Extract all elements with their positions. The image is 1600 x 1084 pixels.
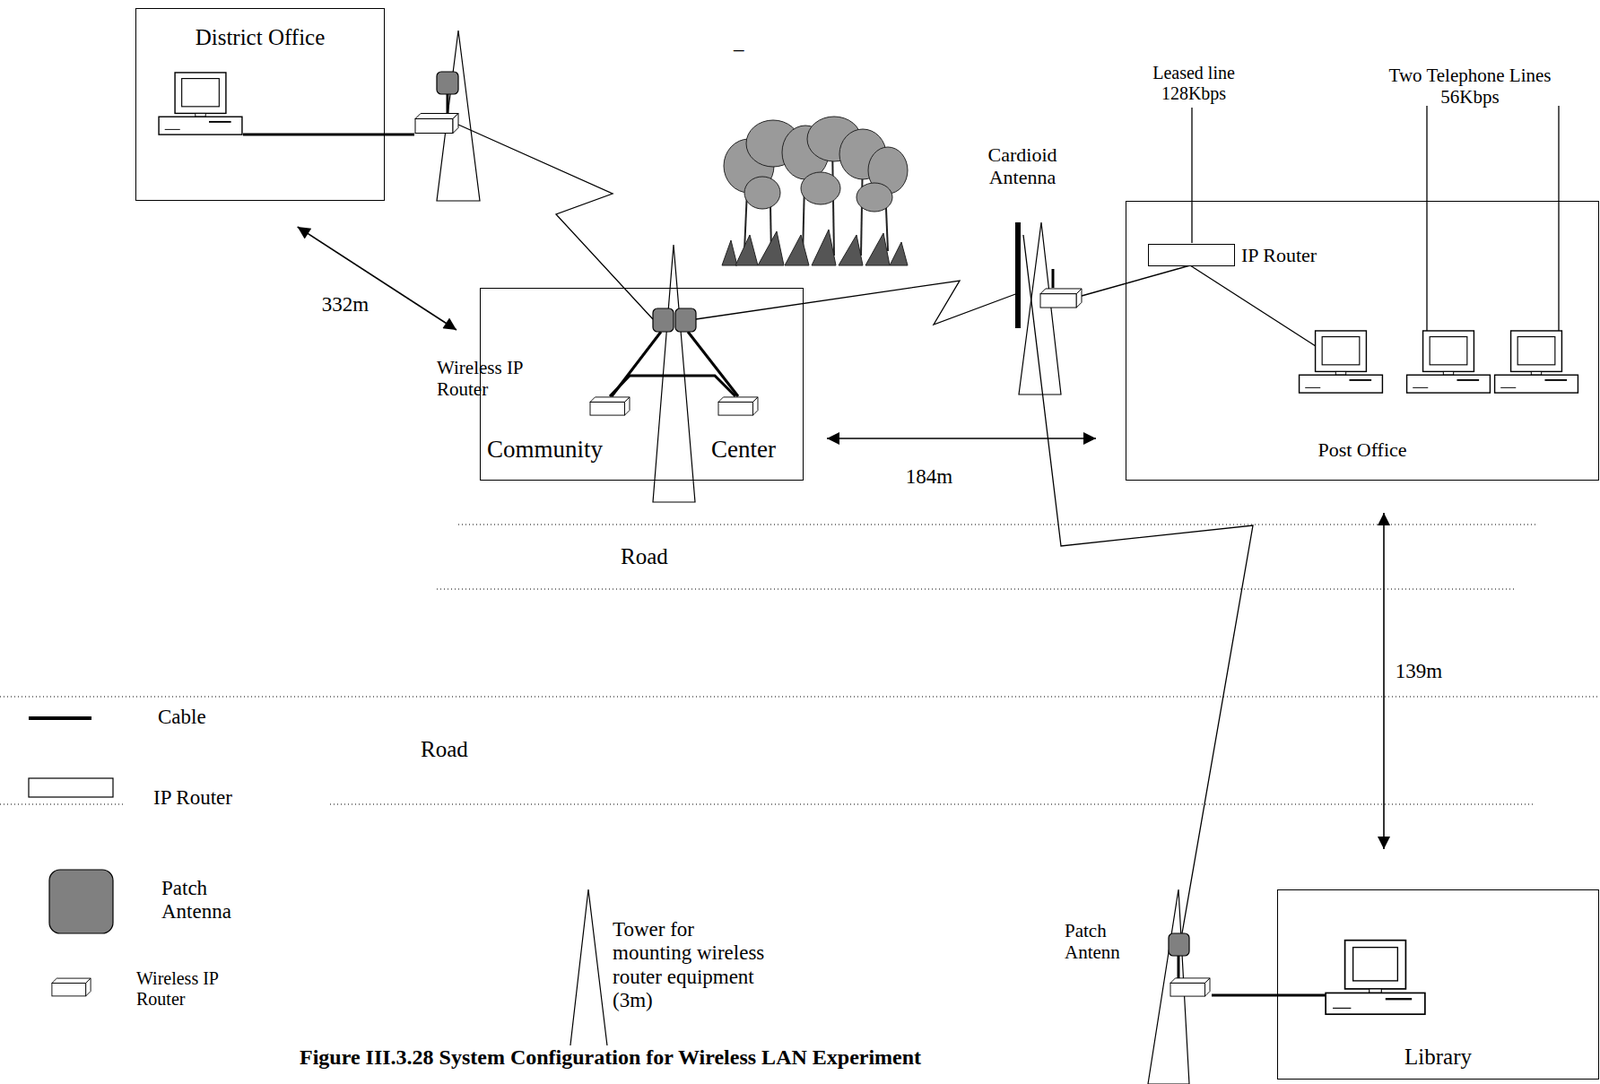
forest (800, 172, 841, 205)
annotation-label: Wireless IP Router (436, 356, 545, 400)
legend-text: IP Router (153, 786, 233, 810)
patch-antenna (436, 71, 1190, 957)
forest (865, 233, 890, 266)
tower (652, 244, 696, 503)
node-label: District Office (136, 25, 384, 52)
dimension-label: 332m (320, 293, 371, 317)
office-box: District Office (135, 8, 385, 201)
legend-sample (49, 869, 114, 934)
dimension-arrow (826, 437, 1096, 440)
wireless-link (458, 124, 1253, 934)
network-line (1081, 105, 1559, 348)
legend-sample (28, 778, 114, 798)
annotation-label: Road (420, 737, 469, 764)
network-line (1191, 107, 1192, 244)
patch-antenna (436, 71, 459, 95)
dimension-label: 139m (1393, 660, 1444, 684)
wireless-router (718, 397, 758, 416)
cable (687, 331, 739, 397)
tower (436, 30, 1190, 1084)
building-box: Library (1277, 889, 1600, 1080)
network-line (1426, 105, 1427, 331)
legend-sample (52, 978, 91, 997)
figure-caption: Figure III.3.28 System Configuration for… (295, 1045, 925, 1071)
building-box: Community Center (479, 287, 804, 481)
annotation-label: – (733, 37, 745, 61)
annotation-label: Patch Antenn (1064, 920, 1137, 964)
road-edge (436, 589, 1515, 591)
forest (856, 182, 893, 212)
computer (1325, 940, 1426, 1015)
legend-sample (28, 716, 92, 721)
dimension-label: 184m (904, 465, 955, 489)
legend-text: Wireless IP Router (136, 968, 244, 1010)
legend-text: Cable (157, 705, 207, 730)
wireless-link (458, 124, 653, 320)
legend-text: Patch Antenna (161, 877, 252, 925)
forest (757, 231, 784, 266)
forest (811, 229, 836, 266)
road-edge (0, 524, 1600, 805)
dimension-arrow (297, 226, 457, 331)
road-edge (0, 804, 126, 806)
cardioid-antenna (1015, 222, 1021, 329)
computer (1299, 330, 1383, 393)
annotation-label: Cardioid Antenna (977, 143, 1068, 190)
cable (1052, 269, 1055, 288)
patch-antenna (1168, 933, 1190, 957)
forest (721, 116, 908, 266)
legend-sample (28, 718, 609, 1061)
patch-antenna (675, 308, 696, 332)
wireless-router (590, 397, 630, 416)
wireless-router (415, 113, 459, 134)
computer (158, 72, 243, 135)
node-label: Center (711, 435, 776, 464)
cable (446, 94, 450, 114)
forest (838, 234, 863, 266)
wireless-link (1023, 234, 1253, 934)
node-label: Community (486, 435, 603, 464)
ip-router-box: IP Router (1147, 243, 1235, 267)
wireless-router (415, 113, 1210, 998)
annotation-label: Road (620, 544, 669, 571)
network-line (1557, 105, 1559, 331)
legend-text: Tower for mounting wireless router equip… (612, 918, 770, 1014)
cable (609, 375, 736, 397)
road-edge (458, 524, 1536, 526)
computer (1495, 330, 1579, 393)
computer (1407, 330, 1491, 393)
building-box: Post Office IP Router (1125, 200, 1600, 481)
road-edge (0, 696, 1600, 698)
road-edge (330, 804, 1536, 806)
cable (1177, 956, 1181, 979)
cable (243, 94, 1328, 996)
forest (735, 234, 758, 266)
dimension-arrow (1382, 513, 1385, 850)
computer (158, 72, 1578, 1015)
forest (889, 242, 908, 266)
wireless-router (1040, 288, 1082, 308)
legend-sample (568, 889, 609, 1061)
wireless-router (1170, 978, 1210, 997)
annotation-label: Leased line 128Kbps (1135, 62, 1253, 105)
forest (721, 229, 908, 266)
node-label: Post Office (1126, 438, 1599, 461)
forest (723, 116, 908, 212)
annotation-label: Two Telephone Lines 56Kbps (1380, 64, 1560, 108)
forest (784, 234, 809, 266)
cable (243, 133, 415, 137)
node-label: Library (1278, 1044, 1599, 1071)
forest (721, 240, 738, 266)
node-label: IP Router (1241, 243, 1317, 267)
cable (1211, 994, 1328, 998)
forest (744, 176, 781, 209)
network-line (1081, 265, 1191, 296)
network-line (1190, 265, 1319, 348)
patch-antenna (652, 308, 674, 332)
